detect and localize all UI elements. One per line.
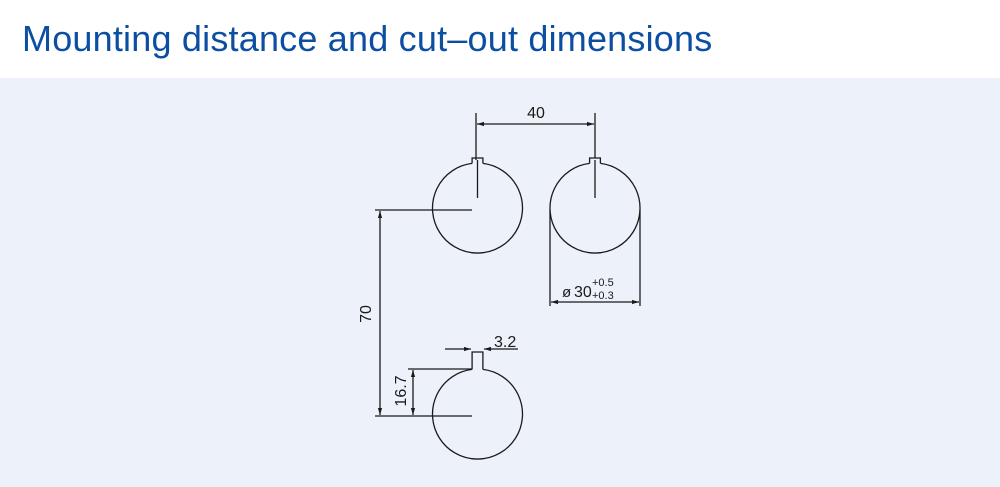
dimension-key-height	[408, 368, 472, 415]
label-diameter: ø 30 +0.5 +0.3	[562, 277, 614, 302]
drawing-panel	[0, 78, 1000, 487]
cutout-top-left	[431, 157, 524, 254]
diameter-tolerance-lower: +0.3	[592, 290, 614, 302]
diameter-nominal: 30	[574, 284, 592, 301]
dimension-diameter	[549, 210, 641, 306]
page-title: Mounting distance and cut–out dimensions	[22, 18, 713, 59]
label-spacing-horizontal: 40	[527, 105, 545, 122]
dimension-spacing-vertical	[375, 209, 472, 417]
label-key-height: 16.7	[393, 375, 410, 406]
header: Mounting distance and cut–out dimensions	[0, 0, 1000, 78]
diameter-tolerance-upper: +0.5	[592, 277, 614, 289]
cutout-bottom	[431, 351, 524, 460]
diameter-symbol: ø	[562, 284, 571, 301]
cutout-top-right	[549, 157, 641, 254]
label-spacing-vertical: 70	[358, 305, 375, 323]
dimension-spacing-horizontal	[475, 113, 596, 160]
label-key-width: 3.2	[494, 334, 516, 351]
